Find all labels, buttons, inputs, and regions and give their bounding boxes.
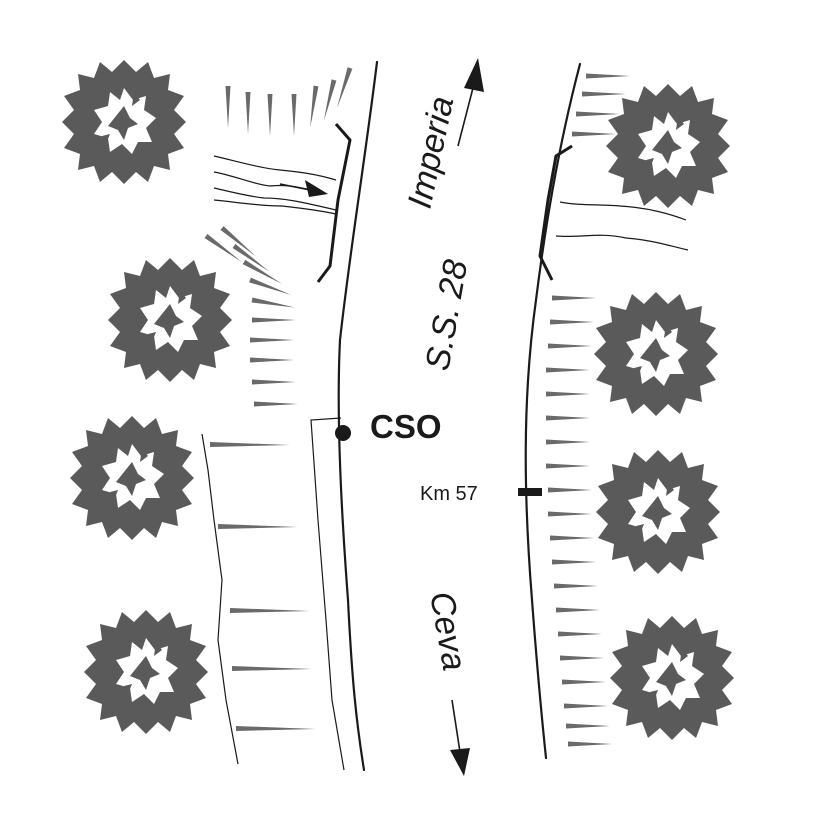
guardrail-right (538, 144, 573, 281)
slope-hachures-top-left (225, 67, 353, 136)
arrow-icon (450, 699, 470, 776)
road-name-label: S.S. 28 (418, 257, 475, 374)
tree-icon (84, 610, 208, 734)
kilometer-tick-icon (518, 488, 542, 496)
road-left-edge (337, 60, 379, 772)
lay-by (310, 417, 345, 771)
tree-icon (108, 258, 232, 382)
slope-hachures-low-left (210, 442, 316, 731)
kilometer-label: Km 57 (420, 483, 478, 505)
station-dot-icon (335, 425, 351, 441)
direction-north-label: Imperia (401, 93, 462, 212)
stream-right (555, 201, 689, 251)
tree-icon (70, 416, 194, 540)
tree-icon (594, 292, 718, 416)
tree-icon (62, 60, 186, 184)
land-boundary (201, 433, 239, 765)
road-right-edge (524, 62, 582, 760)
tree-icon (606, 84, 730, 208)
tree-icon (596, 450, 720, 574)
station-label: CSO (370, 408, 442, 445)
arrow-icon (457, 58, 484, 147)
direction-south-label: Ceva (422, 589, 473, 674)
tree-icon (610, 616, 734, 740)
slope-hachures-right (546, 295, 612, 747)
guardrail-left (316, 123, 352, 283)
stream-left (213, 155, 337, 215)
